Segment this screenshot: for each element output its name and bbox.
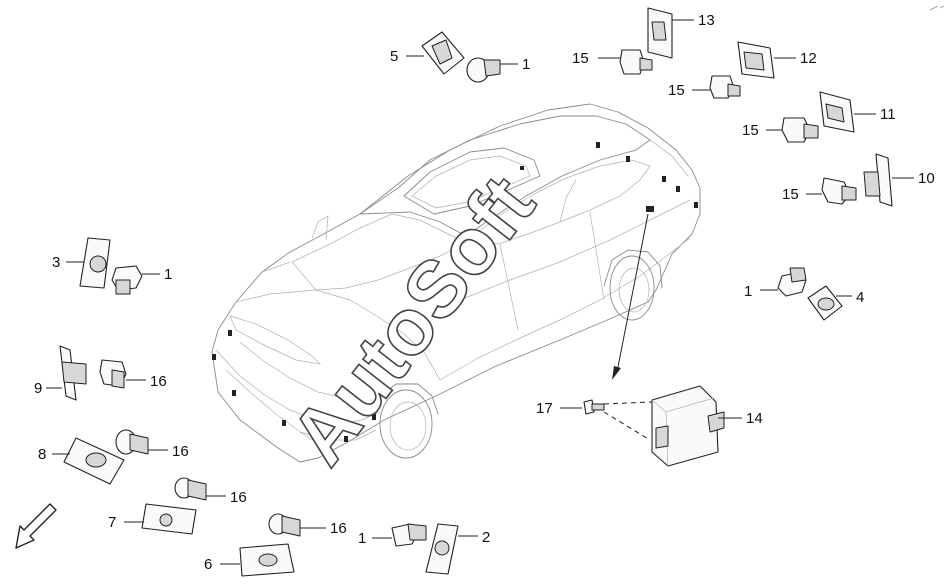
- sensor-15b: [692, 75, 741, 99]
- callout-15d: 15: [782, 186, 799, 203]
- callout-16d: 16: [330, 520, 347, 537]
- sensor-15c: [766, 117, 819, 143]
- sensor-16b: [115, 429, 168, 455]
- callout-15a: 15: [572, 50, 589, 67]
- bracket-5: [406, 31, 465, 75]
- callout-15c: 15: [742, 122, 759, 139]
- bracket-7: [124, 503, 197, 535]
- callout-12: 12: [800, 50, 817, 67]
- watermark-text: AutoSoft: [273, 160, 551, 481]
- bracket-13: [647, 7, 694, 59]
- bracket-3: [66, 237, 111, 289]
- callout-16c: 16: [230, 489, 247, 506]
- sensor-1c: [372, 523, 427, 547]
- callout-16a: 16: [150, 373, 167, 390]
- callout-13: 13: [698, 12, 715, 29]
- bracket-9: [46, 345, 87, 401]
- sensor-1b: [111, 265, 160, 295]
- bracket-8: [52, 437, 125, 485]
- bracket-6: [220, 543, 295, 577]
- sensor-1d: [760, 267, 807, 297]
- bracket-4: [807, 285, 852, 321]
- callout-10: 10: [918, 170, 935, 187]
- callout-2: 2: [482, 529, 490, 546]
- callout-5: 5: [390, 48, 398, 65]
- sensor-1a: [466, 57, 518, 83]
- callout-9: 9: [34, 380, 42, 397]
- callout-3: 3: [52, 254, 60, 271]
- module-pointer-arrow: [612, 213, 649, 380]
- module-14: [651, 385, 742, 467]
- callout-6: 6: [204, 556, 212, 573]
- callout-15b: 15: [668, 82, 685, 99]
- sensor-16a: [99, 359, 146, 389]
- sensor-16d: [268, 513, 326, 537]
- bracket-11: [819, 91, 876, 133]
- sensor-15d: [806, 177, 857, 205]
- car-outline: [211, 103, 701, 463]
- corner-mark: [929, 5, 945, 11]
- callout-7: 7: [108, 514, 116, 531]
- sensor-15a: [598, 49, 653, 75]
- bracket-2: [425, 523, 478, 575]
- callout-4: 4: [856, 289, 864, 306]
- callout-1b: 1: [164, 266, 172, 283]
- bolt-17: [560, 399, 653, 441]
- callout-1d: 1: [744, 283, 752, 300]
- callout-14: 14: [746, 410, 763, 427]
- sensor-16c: [174, 477, 226, 501]
- callout-16b: 16: [172, 443, 189, 460]
- callout-8: 8: [38, 446, 46, 463]
- bracket-10: [863, 153, 914, 207]
- callout-11: 11: [880, 106, 896, 123]
- callout-1c: 1: [358, 530, 366, 547]
- callout-17: 17: [536, 400, 553, 417]
- callout-1a: 1: [522, 56, 530, 73]
- bracket-12: [737, 41, 796, 79]
- arrow-down-left-icon: [15, 503, 57, 549]
